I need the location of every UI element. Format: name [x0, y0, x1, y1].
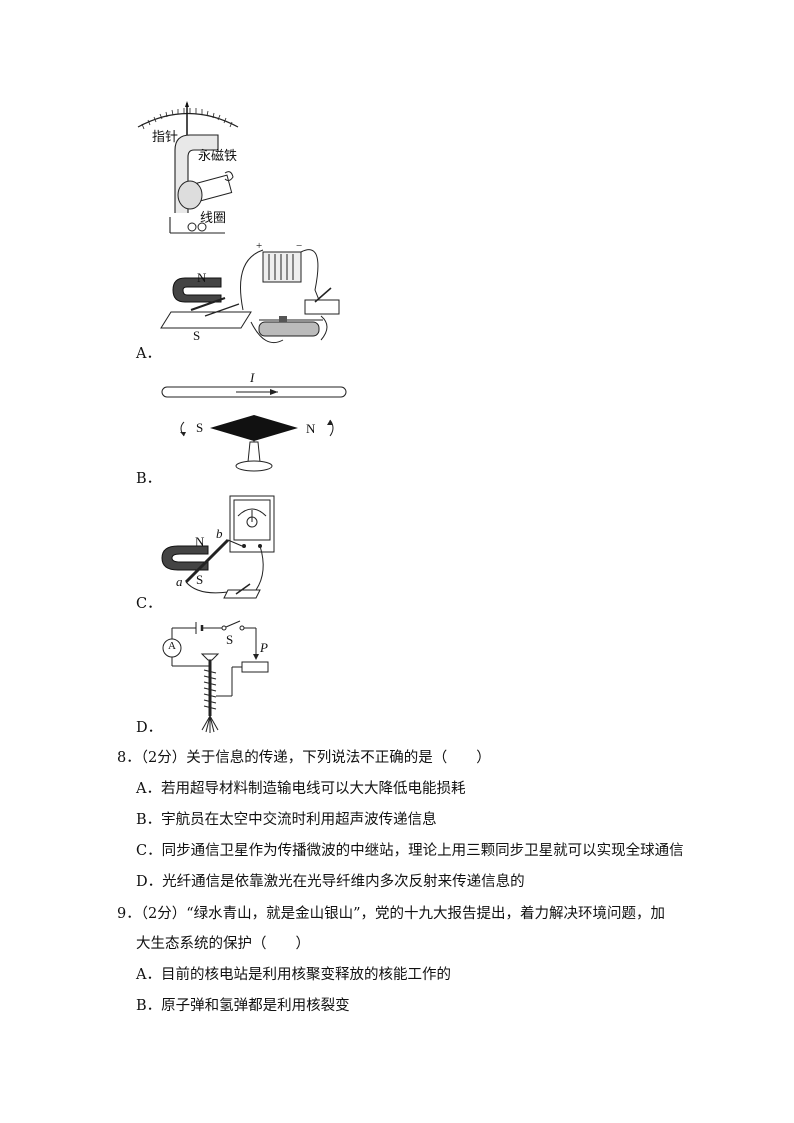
- induction-diagram: [161, 495, 275, 599]
- figure-a: N S + −: [155, 240, 355, 355]
- ammeter-label: A: [168, 640, 176, 652]
- switch-label: S: [226, 632, 234, 647]
- question-8-option-d: D．光纤通信是依靠激光在光导纤维内多次反射来传递信息的: [136, 874, 525, 890]
- electromagnet-diagram: [162, 620, 269, 733]
- label-b: b: [216, 526, 223, 541]
- question-9-option-a: A．目前的核电站是利用核聚变释放的核能工作的: [136, 967, 451, 983]
- label-current-i: I: [250, 370, 255, 385]
- question-8-stem: 8．（2分）关于信息的传递，下列说法不正确的是（ ）: [117, 750, 491, 766]
- battery-minus: −: [296, 240, 303, 252]
- label-coil: 线圈: [200, 210, 227, 225]
- oersted-diagram: [161, 386, 347, 472]
- label-pointer: 指针: [152, 129, 179, 144]
- label-n: N: [195, 534, 205, 549]
- question-8-option-c: C．同步通信卫星作为传播微波的中继站，理论上用三颗同步卫星就可以实现全球通信: [136, 843, 684, 859]
- battery-plus: +: [256, 240, 263, 252]
- label-magnet: 永磁铁: [198, 148, 238, 163]
- question-8-option-b: B．宇航员在太空中交流时利用超声波传递信息: [136, 812, 437, 828]
- option-b-figure: B．: [136, 471, 162, 487]
- question-9-stem-line1: 9．（2分）“绿水青山，就是金山银山”，党的十九大报告提出，着力解决环境问题，加: [117, 906, 666, 922]
- option-a-figure: A．: [136, 346, 161, 362]
- meter-diagram: [137, 101, 239, 234]
- question-9-option-b: B．原子弹和氢弹都是利用核裂变: [136, 998, 350, 1014]
- question-9-stem-line2: 大生态系统的保护（ ）: [136, 936, 310, 952]
- figure-meter: 指针 永磁铁 线圈: [130, 95, 250, 240]
- option-d-figure: D．: [136, 720, 163, 736]
- rheostat-label: P: [260, 640, 268, 655]
- option-c-figure: C．: [136, 596, 162, 612]
- figure-c: N S a b: [158, 492, 278, 612]
- label-n: N: [306, 421, 316, 436]
- figure-d: A S P: [158, 618, 278, 736]
- question-8-option-a: A．若用超导材料制造输电线可以大大降低电能损耗: [136, 781, 466, 797]
- label-s: S: [196, 420, 204, 435]
- label-s: S: [193, 328, 201, 343]
- label-a: a: [176, 574, 183, 589]
- motor-circuit-diagram: [160, 249, 340, 344]
- label-n: N: [197, 270, 207, 285]
- figure-b: I S N: [160, 370, 350, 480]
- label-s: S: [196, 572, 204, 587]
